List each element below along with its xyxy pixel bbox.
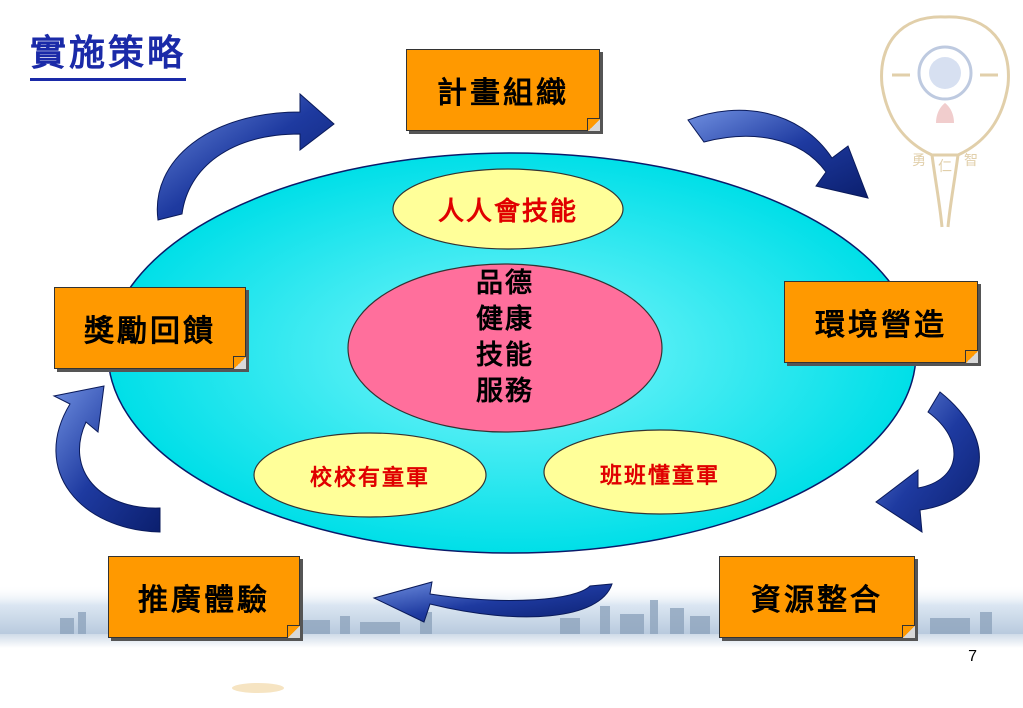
box-promotion: 推廣體驗	[108, 556, 300, 638]
center-value-morality: 品德	[476, 268, 534, 299]
scout-emblem-logo: 勇 仁 智	[880, 15, 1010, 228]
oval-label-school-scouts: 校校有童軍	[309, 465, 430, 491]
arrow-top-right	[687, 109, 869, 199]
box-plan-organize: 計畫組織	[406, 49, 600, 131]
arrow-right	[875, 391, 980, 533]
emblem-text-3: 智	[964, 153, 978, 169]
arrow-left	[52, 385, 161, 533]
emblem-text-2: 仁	[938, 159, 952, 175]
oval-label-skills: 人人會技能	[437, 196, 578, 227]
center-value-skills: 技能	[476, 340, 534, 371]
center-value-health: 健康	[476, 304, 534, 335]
box-resources: 資源整合	[719, 556, 915, 638]
center-values: 品德 健康 技能 服務	[455, 266, 555, 410]
slide-title: 實施策略	[30, 30, 187, 81]
emblem-text-1: 勇	[912, 153, 926, 169]
arrow-top-left	[156, 92, 335, 221]
page-number: 7	[968, 648, 977, 665]
center-value-service: 服務	[476, 376, 534, 407]
box-environment: 環境營造	[784, 281, 978, 363]
arrow-bottom	[372, 581, 613, 623]
oval-label-class-scouts: 班班懂童軍	[599, 463, 720, 489]
box-reward: 獎勵回饋	[54, 287, 246, 369]
